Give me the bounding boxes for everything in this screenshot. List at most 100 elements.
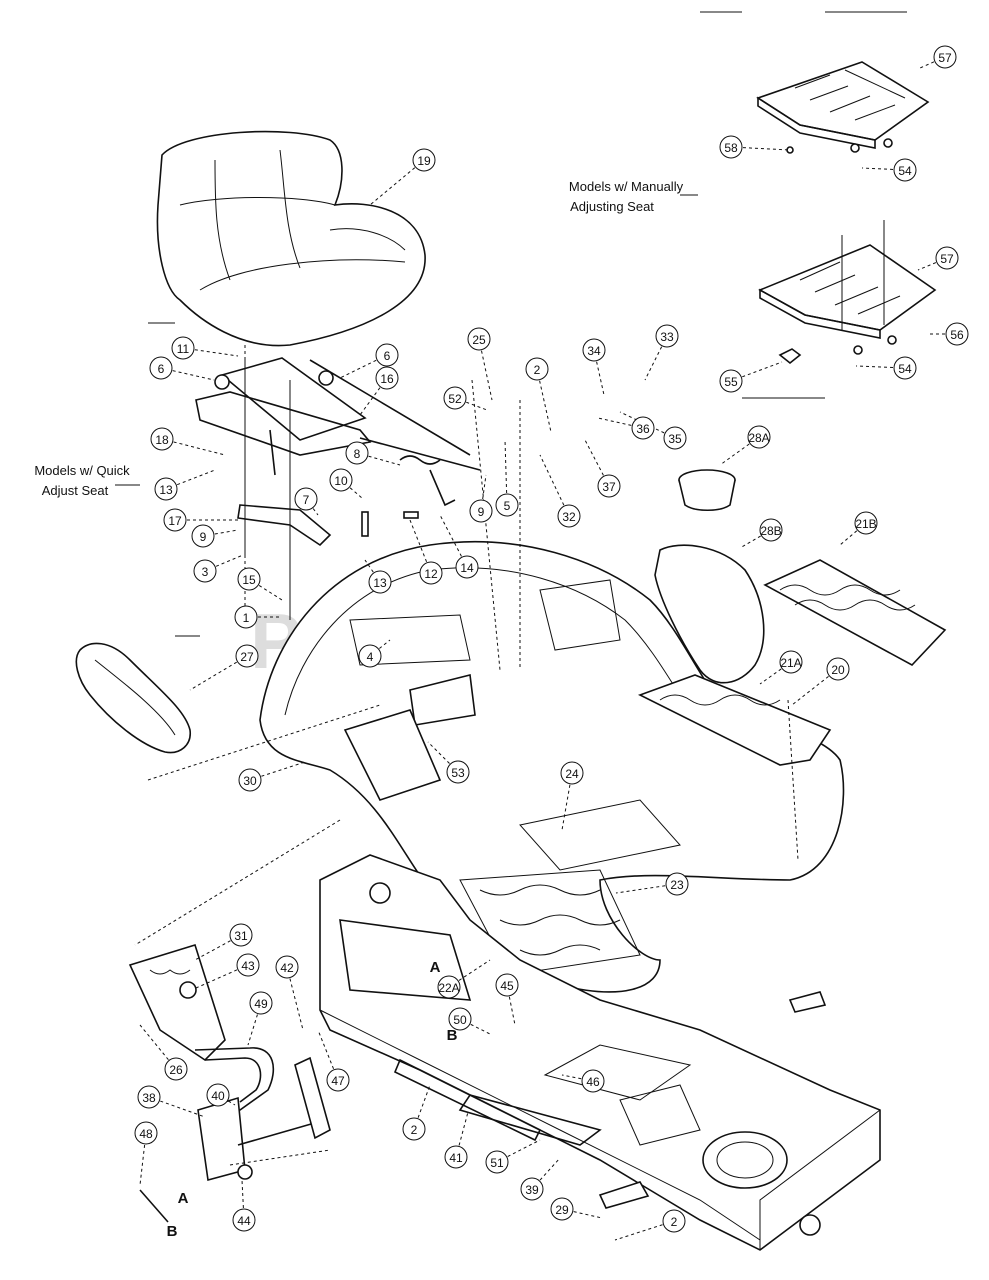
callout-label: 5: [504, 499, 511, 513]
callout-leader: [369, 639, 391, 657]
callout-leader: [504, 439, 508, 506]
callout-circle: [893, 356, 917, 380]
part-callout-58: 58: [719, 135, 791, 159]
callout-label: 3: [202, 565, 209, 579]
part-callout-6: 6: [149, 356, 215, 381]
ref-letter-b-upper: B: [447, 1027, 458, 1044]
callout-leader: [561, 772, 573, 831]
callout-label: 38: [142, 1091, 156, 1105]
cup-holder-28a: [678, 469, 736, 512]
callout-leader: [917, 257, 948, 271]
part-callout-49: 49: [247, 991, 273, 1046]
part-callout-9: 9: [191, 524, 239, 548]
part-callout-55: 55: [719, 361, 783, 393]
callout-circle: [560, 761, 584, 785]
callout-label: 24: [565, 767, 579, 781]
callout-label: 54: [898, 164, 912, 178]
part-callout-47: 47: [317, 1029, 350, 1092]
callout-circle: [665, 872, 689, 896]
callout-label: 19: [417, 154, 431, 168]
part-callout-13: 13: [154, 469, 216, 501]
callout-circle: [893, 158, 917, 182]
callout-circle: [134, 1121, 158, 1145]
callout-label: 35: [668, 432, 682, 446]
part-callout-30: 30: [238, 761, 306, 792]
callout-circle: [945, 322, 969, 346]
part-callout-21B: 21B: [839, 511, 878, 546]
note-quick-seat-line1: Models w/ Quick: [34, 463, 130, 478]
callout-label: 21A: [780, 656, 801, 670]
part-callout-53: 53: [427, 741, 470, 784]
callout-label: 30: [243, 774, 257, 788]
part-callout-43: 43: [195, 953, 260, 989]
callout-label: 2: [534, 363, 541, 377]
callout-label: 42: [280, 961, 294, 975]
callout-leader: [148, 1096, 206, 1118]
part-callout-20: 20: [791, 657, 850, 706]
shift-arm-38: [197, 1056, 331, 1182]
callout-label: 41: [449, 1151, 463, 1165]
callout-label: 6: [158, 362, 165, 376]
callout-label: 8: [354, 447, 361, 461]
part-callout-6: 6: [339, 343, 399, 379]
callout-circle: [229, 923, 253, 947]
callout-circle: [719, 369, 743, 393]
callout-circle: [520, 1177, 544, 1201]
callout-circle: [149, 356, 173, 380]
callout-leader: [536, 368, 552, 433]
part-callout-18: 18: [150, 427, 226, 456]
callout-label: 20: [831, 663, 845, 677]
callout-circle: [437, 975, 461, 999]
part-callout-52: 52: [443, 386, 488, 411]
callout-leader: [561, 1074, 594, 1082]
callout-leader: [614, 1220, 675, 1241]
part-callout-34: 34: [582, 338, 606, 396]
callout-label: 51: [490, 1156, 504, 1170]
callout-circle: [826, 657, 850, 681]
part-callout-13: 13: [364, 559, 392, 594]
part-callout-32: 32: [539, 454, 581, 528]
callout-circle: [597, 474, 621, 498]
callout-label: 44: [237, 1214, 251, 1228]
part-callout-2: 2: [614, 1209, 686, 1241]
fender-pad-right: [654, 544, 765, 684]
callout-leader: [189, 655, 248, 691]
callout-label: 57: [940, 252, 954, 266]
part-callout-27: 27: [189, 644, 259, 691]
callout-label: 28B: [760, 524, 781, 538]
callout-leader: [791, 668, 839, 706]
seat-cushion: [156, 130, 426, 347]
callout-label: 54: [898, 362, 912, 376]
callout-label: 53: [451, 766, 465, 780]
callout-label: 48: [139, 1127, 153, 1141]
callout-circle: [193, 559, 217, 583]
callout-leader: [478, 338, 493, 401]
callout-leader: [286, 966, 304, 1031]
callout-label: 27: [240, 650, 254, 664]
part-callout-4: 4: [358, 639, 391, 668]
shift-bracket-49: [194, 1047, 275, 1111]
part-callout-16: 16: [359, 366, 399, 416]
callout-circle: [375, 343, 399, 367]
ref-letter-a-lower: A: [178, 1190, 189, 1207]
callout-label: 32: [562, 510, 576, 524]
callout-label: 12: [424, 567, 438, 581]
part-callout-48: 48: [134, 1121, 158, 1186]
callout-label: 13: [159, 483, 173, 497]
callout-circle: [495, 973, 519, 997]
callout-circle: [719, 135, 743, 159]
callout-label: 55: [724, 375, 738, 389]
part-callout-54: 54: [855, 356, 917, 380]
callout-circle: [191, 524, 215, 548]
callout-label: 57: [938, 51, 952, 65]
callout-leader: [539, 454, 570, 517]
part-callout-41: 41: [444, 1111, 469, 1169]
callout-leader: [364, 559, 381, 583]
fender-pad-left: [75, 642, 191, 754]
part-callout-56: 56: [930, 322, 969, 346]
callout-label: 28A: [748, 431, 769, 445]
callout-label: 49: [254, 997, 268, 1011]
part-callout-2: 2: [402, 1084, 431, 1141]
callout-label: 58: [724, 141, 738, 155]
callout-label: 50: [453, 1013, 467, 1027]
